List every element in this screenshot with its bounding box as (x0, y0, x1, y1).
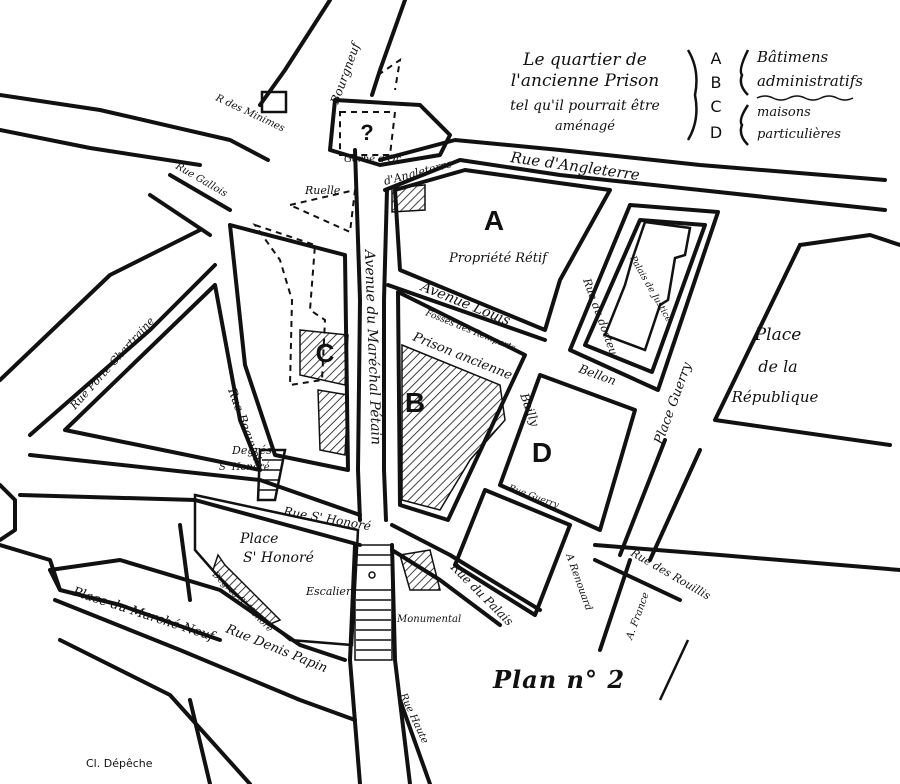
street-avenue-marechal: Avenue du Maréchal Pétain (361, 248, 384, 446)
area-question-mark: ? (360, 120, 373, 145)
street-a-renouard: A Renouard (563, 551, 594, 612)
street-gerbe-dor: Gerbe d'Or (344, 154, 402, 165)
street-porte-chartraine: Rue Porte Chartraine (67, 314, 157, 412)
legend-brace-left (686, 49, 698, 141)
label-degres-st-honore: S' Honoré (219, 462, 270, 473)
planned-outlines (252, 57, 402, 387)
legend-group1-line2: administratifs (757, 72, 863, 90)
street-ruelle: Ruelle (304, 184, 341, 197)
legend-title-line4: aménagé (555, 119, 615, 134)
area-c-letter: C (316, 338, 335, 368)
area-b-letter: B (405, 387, 425, 418)
legend-letter-c: C (710, 97, 721, 116)
label-place-republique-1: Place (754, 325, 802, 345)
label-palais-justice: Palais de Justice (627, 254, 673, 324)
photo-credit: Cl. Dépêche (86, 757, 153, 770)
label-monumental: Monumental (396, 614, 461, 625)
legend-group2-line1: maisons (757, 105, 811, 120)
label-place-st-honore-1: Place (239, 531, 278, 547)
label-place-republique-3: République (731, 388, 819, 406)
street-avenue-louis: Avenue Louis (417, 278, 513, 329)
legend-wavy-divider (756, 95, 854, 101)
legend-title-line2: l'ancienne Prison (511, 71, 659, 91)
hatched-buildings (212, 184, 506, 661)
legend: Le quartier de l'ancienne Prison tel qu'… (510, 48, 863, 146)
label-degres-st-honore-stairs: Degrés S' Honoré (209, 569, 275, 635)
area-a-letter: A (484, 205, 504, 236)
legend-title-line1: Le quartier de (522, 50, 647, 70)
area-a-label: Propriété Rétif (448, 251, 549, 266)
label-degres: Degrés (231, 444, 272, 457)
legend-brace-group2 (739, 104, 750, 146)
label-place-republique-2: de la (758, 357, 797, 376)
area-letters: A Propriété Rétif B C D ? (316, 120, 553, 468)
legend-letter-a: A (711, 49, 722, 68)
palais-de-justice-building (603, 220, 692, 352)
small-building-marker (260, 90, 288, 114)
street-guerry-small: Rue Guerry (506, 483, 561, 511)
legend-brace-group1 (739, 49, 750, 96)
plan-number-label: Plan n° 2 (492, 665, 625, 694)
street-bourgneuf: Bourgneuf (327, 39, 363, 107)
street-a-france: A. France (624, 591, 652, 642)
legend-letter-b: B (711, 73, 722, 92)
decorative-stroke (658, 639, 690, 701)
label-place-st-honore-2: S' Honoré (243, 550, 314, 566)
legend-group2-line2: particulières (757, 127, 841, 142)
legend-letter-d: D (710, 123, 722, 142)
monumental-stairs (259, 459, 391, 651)
street-place-guerry: Place Guerry (651, 360, 695, 447)
label-escalier: Escalier (305, 585, 352, 598)
street-bellon: Bellon (576, 361, 618, 388)
legend-group1-line1: Bâtimens (756, 48, 829, 66)
legend-title-line3: tel qu'il pourrait être (510, 98, 660, 114)
street-minimes: R des Minimes (213, 92, 286, 134)
area-d-letter: D (532, 437, 552, 468)
